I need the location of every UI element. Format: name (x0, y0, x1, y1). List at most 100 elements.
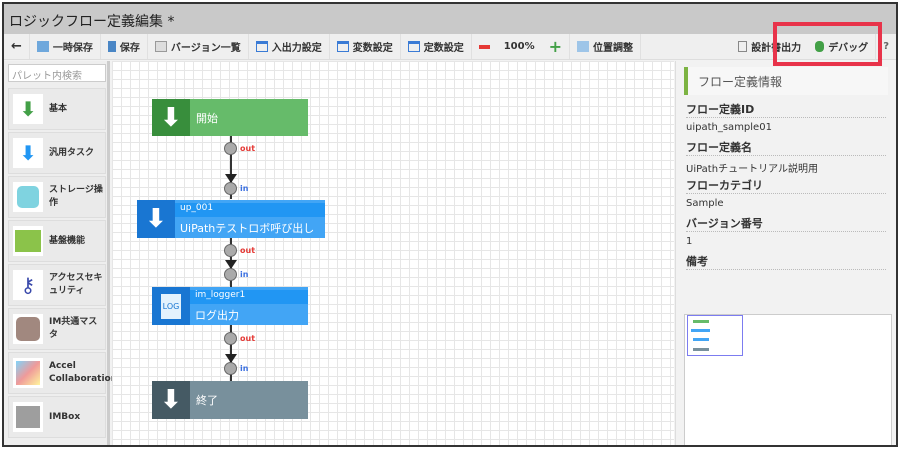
save-button[interactable]: 保存 (101, 34, 148, 59)
vars-label: 変数設定 (352, 43, 393, 54)
connector (230, 136, 232, 199)
palette-item-accel-collaboration[interactable]: Accel Collaboration (8, 352, 117, 394)
in-label: in (240, 270, 249, 279)
minimap[interactable] (684, 314, 892, 445)
in-port[interactable] (224, 182, 237, 195)
palette-label: IM共通マスタ (49, 317, 98, 340)
consts-label: 定数設定 (423, 43, 464, 54)
category-value: Sample (686, 198, 724, 209)
start-node[interactable]: ⬇ 開始 (152, 99, 308, 136)
document-icon (738, 41, 748, 52)
start-icon: ⬇ (152, 99, 190, 136)
palette-item-general-task[interactable]: ⬇ 汎用タスク (8, 132, 106, 174)
out-port[interactable] (224, 244, 237, 257)
debug-highlight-box (773, 22, 882, 66)
version-label: バージョン番号 (686, 213, 886, 232)
out-label: out (240, 144, 256, 153)
io-label: 入出力設定 (271, 43, 322, 54)
in-label: in (240, 364, 249, 373)
category-label: フローカテゴリ (686, 175, 886, 194)
task-id: im_logger1 (190, 289, 308, 304)
help-button[interactable]: ? (883, 41, 889, 52)
name-value: UiPathチュートリアル説明用 (686, 164, 818, 175)
bug-icon (815, 41, 825, 52)
palette-label: 基盤機能 (49, 235, 86, 246)
window-title: ロジックフロー定義編集 * (4, 4, 896, 34)
palette-label: Accel Collaboration (49, 361, 118, 384)
arrow-head (225, 174, 237, 183)
start-label: 開始 (196, 111, 218, 125)
end-label: 終了 (196, 394, 218, 407)
out-port[interactable] (224, 142, 237, 155)
back-button[interactable]: ← (4, 34, 30, 59)
key-icon: ⚷ (13, 270, 43, 300)
name-label: フロー定義名 (686, 137, 886, 156)
palette-label: 基本 (49, 103, 68, 114)
temp-save-button[interactable]: 一時保存 (30, 34, 101, 59)
task-down-arrow-icon: ⬇ (137, 200, 175, 238)
end-node[interactable]: ⬇ 終了 (152, 381, 308, 419)
database-icon (13, 182, 43, 212)
save-icon (107, 41, 116, 52)
minimap-viewport[interactable] (687, 315, 743, 356)
out-label: out (240, 246, 256, 255)
out-port[interactable] (224, 332, 237, 345)
list-icon (154, 41, 167, 52)
id-label: フロー定義ID (686, 99, 886, 118)
version-value: 1 (686, 236, 693, 247)
palette-label: IMBox (49, 411, 81, 422)
palette: パレット内検索 ⬇ 基本 ⬇ 汎用タスク ストレージ操作 基盤機能 ⚷ アクセスセキュ… (4, 61, 117, 445)
log-file-icon: LOG (152, 287, 190, 325)
temp-save-icon (36, 41, 49, 52)
layout-icon (577, 41, 590, 52)
debug-label: デバッグ (828, 43, 869, 54)
io-settings-button[interactable]: 入出力設定 (249, 34, 330, 59)
palette-label: ストレージ操作 (49, 185, 103, 208)
debug-button[interactable]: デバッグ (808, 34, 877, 59)
zoom-in-icon[interactable]: + (548, 37, 563, 56)
palette-item-basic[interactable]: ⬇ 基本 (8, 88, 106, 130)
logger-node[interactable]: LOG im_logger1 ログ出力 (152, 287, 308, 325)
grid-icon (13, 226, 43, 256)
back-arrow-icon: ← (11, 39, 22, 54)
info-header: フロー定義情報 (684, 67, 888, 95)
log-icon-text: LOG (160, 293, 182, 319)
layout-button[interactable]: 位置調整 (570, 34, 642, 59)
palette-search-input[interactable]: パレット内検索 (8, 64, 106, 82)
zoom-level: 100% (503, 41, 535, 52)
out-label: out (240, 334, 256, 343)
in-port[interactable] (224, 268, 237, 281)
palette-item-imbox[interactable]: IMBox (8, 396, 106, 438)
versions-button[interactable]: バージョン一覧 (148, 34, 249, 59)
palette-item-storage[interactable]: ストレージ操作 (8, 176, 106, 218)
task-name: UiPathテストロボ呼び出し (180, 221, 315, 235)
versions-label: バージョン一覧 (170, 43, 241, 54)
id-value: uipath_sample01 (686, 122, 772, 133)
palette-label: 汎用タスク (49, 147, 95, 158)
palette-item-access-security[interactable]: ⚷ アクセスセキュリティ (8, 264, 106, 306)
end-icon: ⬇ (152, 381, 190, 419)
green-down-arrow-icon: ⬇ (13, 94, 43, 124)
window-icon (407, 41, 420, 52)
arrow-head (225, 260, 237, 269)
var-settings-button[interactable]: 変数設定 (330, 34, 401, 59)
in-port[interactable] (224, 362, 237, 375)
palette-item-im-master[interactable]: IM共通マスタ (8, 308, 106, 350)
layout-label: 位置調整 (593, 43, 634, 54)
palette-label: アクセスセキュリティ (49, 273, 103, 296)
zoom-controls: 100% + (472, 34, 571, 59)
note-label: 備考 (686, 251, 886, 270)
task-name: ログ出力 (195, 308, 239, 322)
master-db-icon (13, 314, 43, 344)
blue-down-arrow-icon: ⬇ (13, 138, 43, 168)
palette-item-platform[interactable]: 基盤機能 (8, 220, 106, 262)
const-settings-button[interactable]: 定数設定 (401, 34, 472, 59)
toolbar: ← 一時保存 保存 バージョン一覧 入出力設定 変数設定 定数設定 100% +… (4, 34, 896, 60)
task-id: up_001 (175, 202, 325, 217)
in-label: in (240, 184, 249, 193)
collaboration-icon (13, 358, 43, 388)
zoom-out-icon[interactable] (478, 44, 490, 49)
window-icon (255, 41, 268, 52)
